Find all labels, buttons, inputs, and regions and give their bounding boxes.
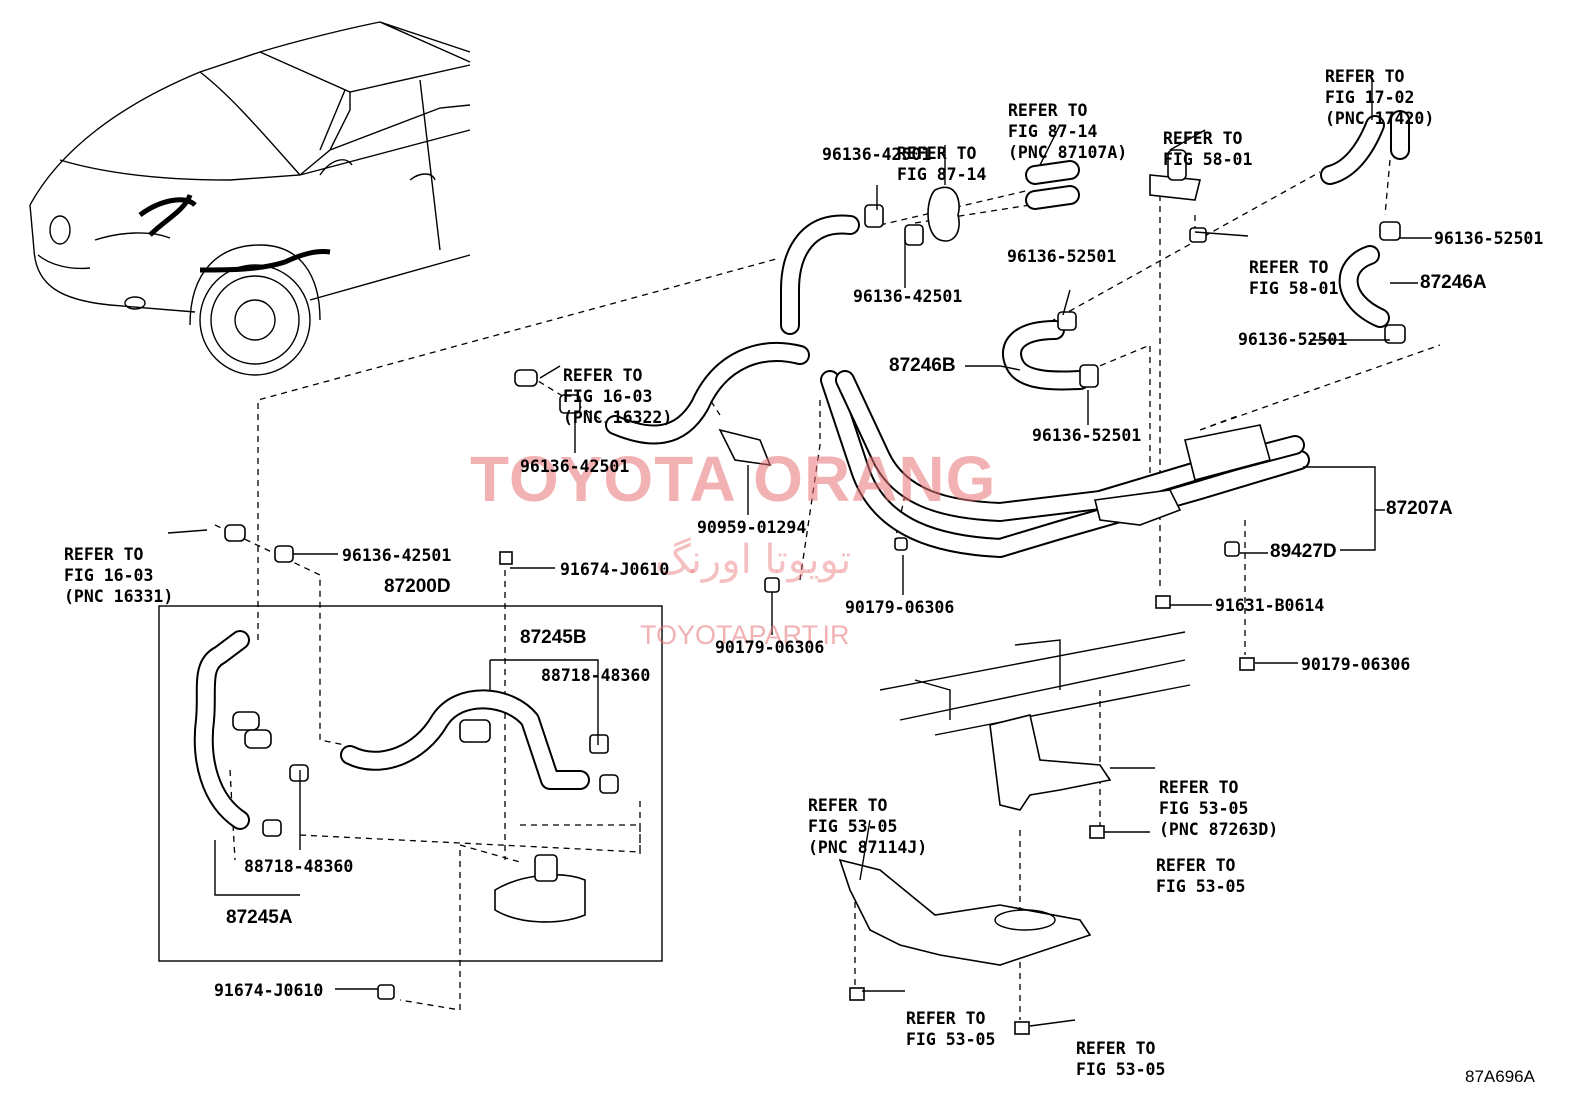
hoses [193,110,1410,830]
figure-id: 87A696A [1465,1067,1535,1086]
vehicle-overview [29,21,471,376]
part-88718-48360-right[interactable]: 88718-48360 [541,666,651,685]
part-87246A[interactable]: 87246A [1420,272,1487,293]
part-90179-06306-center[interactable]: 90179-06306 [845,598,955,617]
fittings [224,149,1406,1035]
part-87245A[interactable]: 87245A [226,907,293,928]
part-91674-J0610-upper[interactable]: 91674-J0610 [560,560,670,579]
part-96136-52501-right-mid[interactable]: 96136-52501 [1238,330,1348,349]
part-87200D[interactable]: 87200D [384,576,451,597]
part-88718-48360-left[interactable]: 88718-48360 [244,857,354,876]
part-96136-42501-top-below[interactable]: 96136-42501 [853,287,963,306]
part-90179-06306-right[interactable]: 90179-06306 [1301,655,1411,674]
part-96136-42501-top-left[interactable]: 96136-42501 [822,145,932,164]
part-89427D[interactable]: 89427D [1270,541,1337,562]
part-96136-52501-right-top[interactable]: 96136-52501 [1434,229,1544,248]
frame-and-undercover [838,631,1191,966]
watermark-url: TOYOTAPART.IR [640,620,850,650]
part-90959-01294[interactable]: 90959-01294 [697,518,807,537]
part-87245B[interactable]: 87245B [520,627,587,648]
part-87246B[interactable]: 87246B [889,355,956,376]
part-96136-42501-mid[interactable]: 96136-42501 [520,457,630,476]
part-96136-42501-left[interactable]: 96136-42501 [342,546,452,565]
label-leaders [158,80,1432,1027]
part-91631-B0614[interactable]: 91631-B0614 [1215,596,1325,615]
part-96136-52501-center-top[interactable]: 96136-52501 [1007,247,1117,266]
leader-lines [214,159,1441,1020]
watermark-persian: تویوتا اورنگ [655,537,852,583]
part-96136-52501-center-bottom[interactable]: 96136-52501 [1032,426,1142,445]
watermark-brand: TOYOTA ORANG [470,443,997,515]
part-90179-06306-left[interactable]: 90179-06306 [715,638,825,657]
part-87207A[interactable]: 87207A [1386,498,1453,519]
part-91674-J0610-lower[interactable]: 91674-J0610 [214,981,324,1000]
